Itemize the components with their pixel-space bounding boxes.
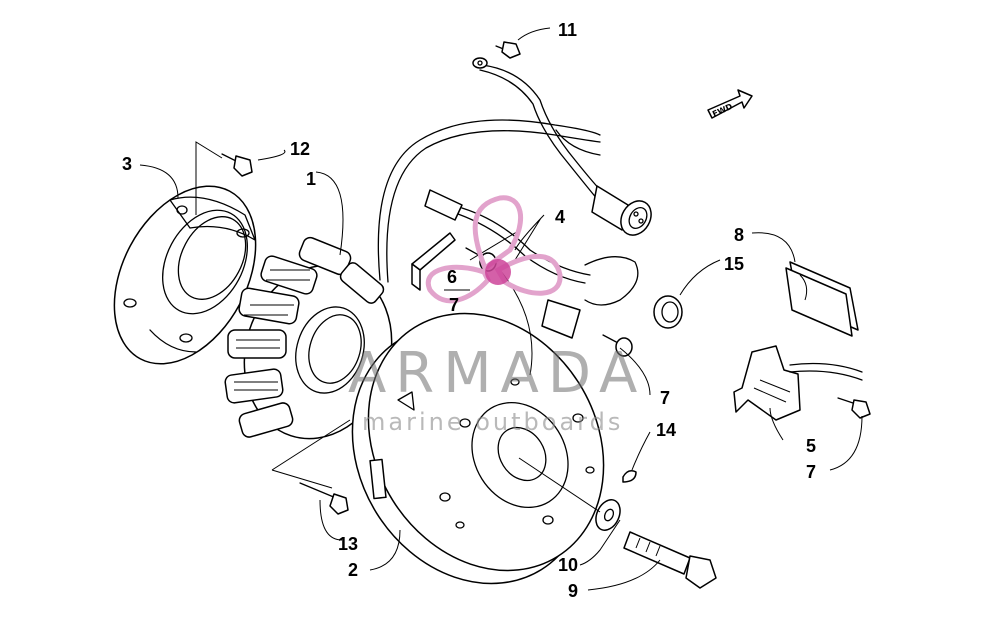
callout-4: 4: [555, 207, 565, 227]
callout-11: 11: [558, 20, 577, 40]
wire-clip: [411, 232, 456, 291]
watermark-tagline: marine outboards: [362, 408, 623, 436]
screw-11: [495, 41, 521, 59]
ground-terminal: [472, 57, 488, 69]
watermark-logo: [425, 195, 563, 304]
screw-12: [221, 153, 253, 177]
callout-8: 8: [734, 225, 744, 245]
callout-14: 14: [656, 420, 676, 440]
callout-5: 5: [806, 436, 816, 456]
watermark-brand: ARMADA: [348, 341, 646, 406]
forward-arrow-label: FWD: [711, 102, 734, 119]
pulse-coil: [733, 345, 863, 421]
callout-2: 2: [348, 560, 358, 580]
grommet: [653, 295, 683, 329]
wiring-harness: [377, 64, 606, 283]
callout-7b: 7: [660, 388, 670, 408]
screw-7c: [837, 397, 871, 419]
callout-10: 10: [558, 555, 578, 575]
callout-6: 6: [447, 267, 457, 287]
callout-9: 9: [568, 581, 578, 601]
flywheel-bolt: [623, 531, 717, 589]
screw-right: [602, 334, 633, 357]
leader-lines: [139, 27, 863, 591]
forward-arrow: FWD: [707, 89, 753, 119]
callout-7a: 7: [449, 295, 459, 315]
callout-12: 12: [290, 139, 310, 159]
woodruff-key: [622, 470, 637, 483]
callout-7c: 7: [806, 462, 816, 482]
callout-3: 3: [122, 154, 132, 174]
callout-13: 13: [338, 534, 358, 554]
stator-assembly: [224, 236, 393, 440]
callout-15: 15: [724, 254, 744, 274]
round-connector: [591, 185, 652, 236]
part-callouts: 1 2 3 4 5 6 7 7 7 8 9 10 11 12 13 14 15: [122, 20, 816, 601]
module-plate: [785, 261, 859, 337]
flywheel: [351, 312, 605, 585]
callout-1: 1: [306, 169, 316, 189]
stator-screw-13: [299, 482, 349, 515]
